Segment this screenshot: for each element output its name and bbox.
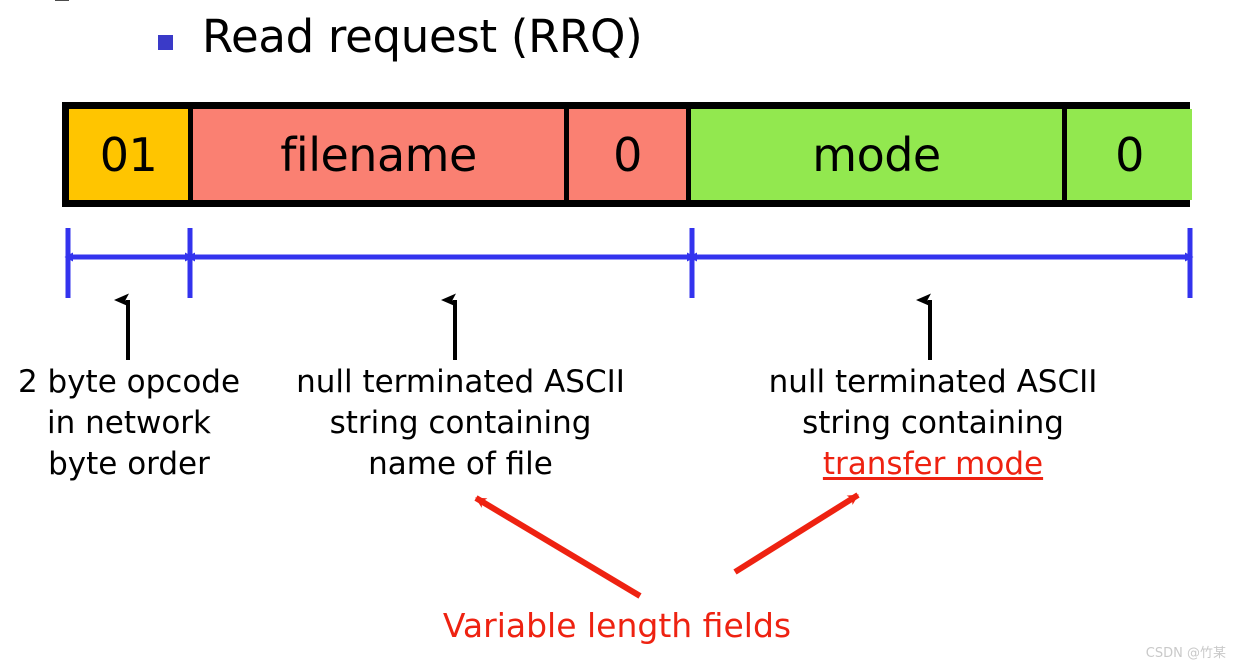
mode-caption: null terminated ASCII string containing … (752, 362, 1114, 485)
filename-caption: null terminated ASCII string containing … (288, 362, 633, 485)
opcode-caption-line-1: 2 byte opcode (17, 364, 241, 400)
variable-length-right-arrow (733, 492, 860, 575)
mode-field: mode (691, 109, 1067, 200)
mode-null-field: 0 (1067, 109, 1192, 200)
transfer-mode-highlight: transfer mode (822, 446, 1044, 482)
slide-heading: Read request (RRQ) (0, 6, 1234, 68)
square-bullet-icon (158, 35, 173, 50)
variable-length-left-arrow (474, 495, 642, 599)
mode-field-label: mode (812, 127, 941, 182)
mode-caption-line-2: string containing (802, 405, 1064, 441)
tftp-rrq-packet-format: 01 filename 0 mode 0 (62, 102, 1192, 207)
cropped-bullet-fragment (55, 0, 69, 1)
opcode-caption-line-2: in network (46, 405, 211, 441)
filename-field-label: filename (280, 127, 477, 182)
filename-caption-line-2: string containing (329, 405, 592, 441)
opcode-field-label: 01 (99, 127, 158, 182)
heading-text: Read request (RRQ) (202, 10, 643, 63)
variable-length-fields-label: Variable length fields (442, 606, 792, 645)
filename-null-field: 0 (569, 109, 691, 200)
filename-field: filename (193, 109, 569, 200)
filename-null-field-label: 0 (613, 127, 642, 182)
opcode-field: 01 (69, 109, 193, 200)
mode-null-field-label: 0 (1115, 127, 1144, 182)
filename-caption-line-3: name of file (368, 446, 553, 482)
csdn-watermark: CSDN @竹某 (1145, 646, 1226, 661)
filename-caption-line-1: null terminated ASCII (296, 364, 625, 400)
mode-caption-line-1: null terminated ASCII (768, 364, 1098, 400)
opcode-caption: 2 byte opcode in network byte order (0, 362, 258, 485)
opcode-caption-line-3: byte order (48, 446, 210, 482)
